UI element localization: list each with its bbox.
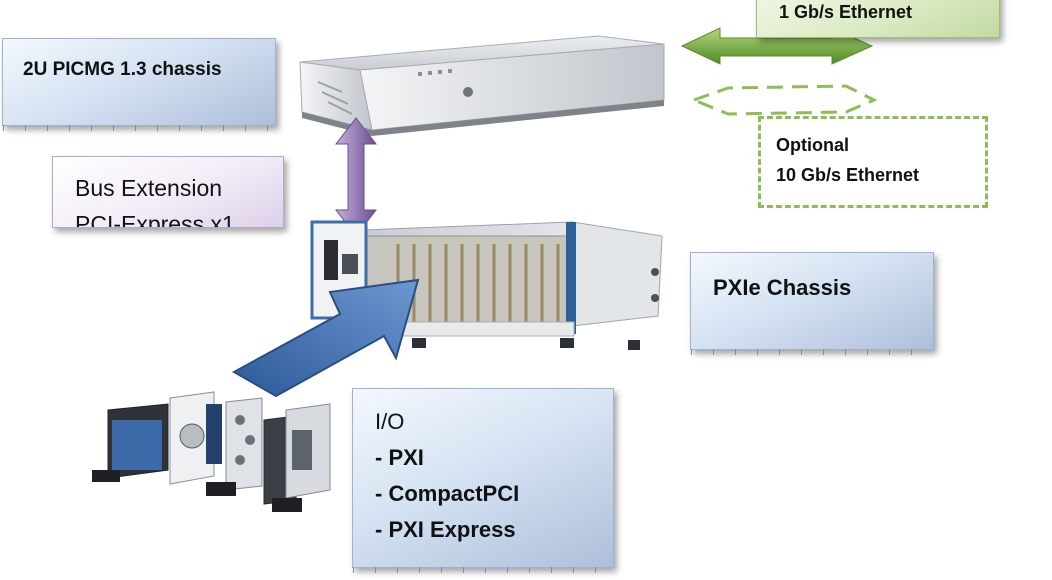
pxie-chassis-label: PXIe Chassis: [690, 252, 934, 355]
chassis-2u-label: 2U PICMG 1.3 chassis: [2, 38, 276, 131]
bus-extension-line1: Bus Extension: [75, 175, 223, 201]
2u-server-chassis-image: [299, 35, 665, 136]
chassis-2u-text: 2U PICMG 1.3 chassis: [23, 59, 222, 80]
optional-text: Optional: [776, 135, 849, 155]
bus-extension-arrow: [334, 117, 378, 237]
io-item-pxi-express: - PXI Express: [375, 517, 516, 542]
bus-extension-line2: PCI-Express x1: [75, 211, 235, 228]
pxie-chassis-text: PXIe Chassis: [713, 275, 852, 300]
block-arrow-icon: [231, 278, 420, 398]
ethernet-10g-label: Optional 10 Gb/s Ethernet: [758, 116, 988, 208]
io-label: I/O - PXI - CompactPCI - PXI Express: [352, 388, 614, 573]
ethernet-10g-dashed-arrow: [693, 84, 878, 116]
io-item-compactpci: - CompactPCI: [375, 481, 520, 506]
ethernet-1g-arrow: [680, 27, 874, 65]
ethernet-1g-label: 1 Gb/s Ethernet: [756, 0, 1000, 38]
io-item-pxi: - PXI: [375, 445, 424, 470]
io-title: I/O: [375, 409, 405, 434]
bus-extension-label: Bus Extension PCI-Express x1: [52, 156, 284, 228]
ethernet-1g-text: 1 Gb/s Ethernet: [779, 2, 913, 22]
io-modules-image: [92, 391, 331, 512]
ethernet-10g-text: 10 Gb/s Ethernet: [776, 165, 920, 185]
